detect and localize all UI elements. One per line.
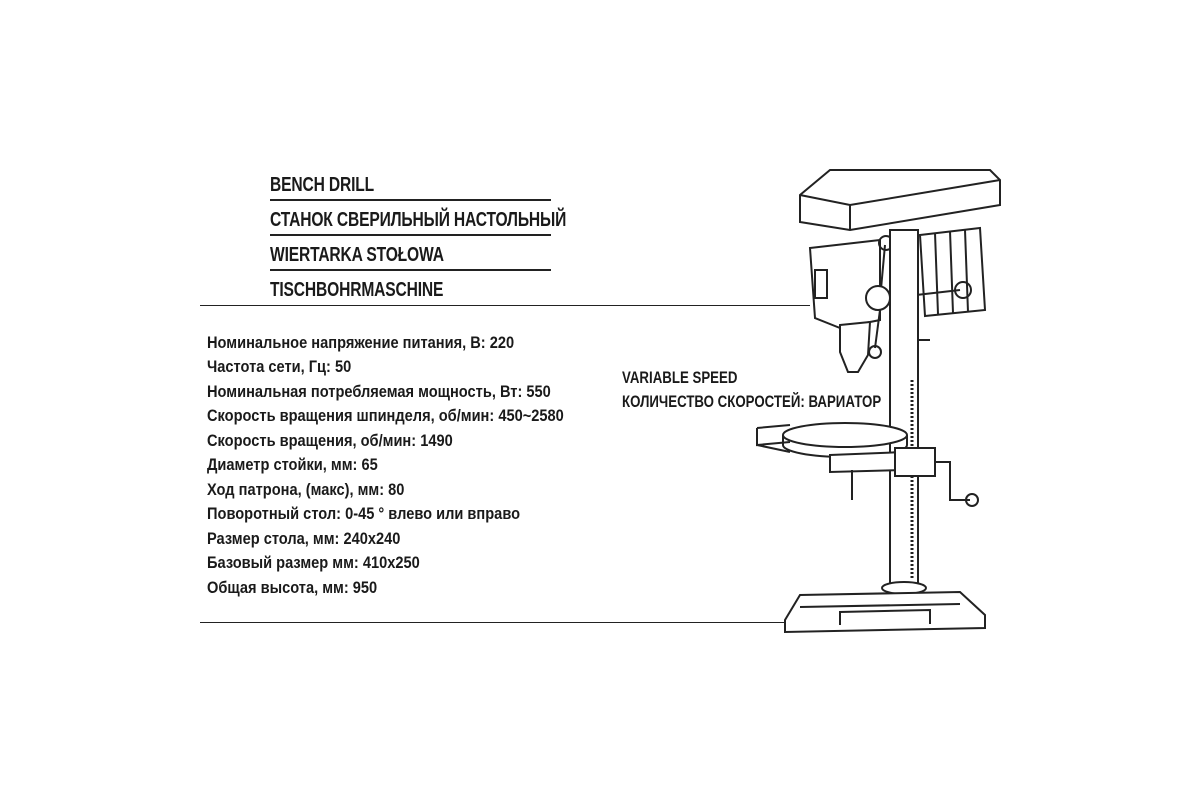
title-pl: WIERTARKA STOŁOWA [270,244,444,266]
spec-frequency: Частота сети, Гц: 50 [207,357,352,376]
divider [200,305,810,306]
variable-speed-en: VARIABLE SPEED [622,368,738,387]
title-de: TISCHBOHRMASCHINE [270,279,444,301]
spec-base-size: Базовый размер мм: 410x250 [207,553,420,572]
divider [200,622,785,623]
spec-column-diameter: Диаметр стойки, мм: 65 [207,455,378,474]
divider [270,199,551,201]
variable-speed-ru: КОЛИЧЕСТВО СКОРОСТЕЙ: ВАРИАТОР [622,392,882,411]
spec-power: Номинальная потребляемая мощность, Вт: 5… [207,382,551,401]
spec-spindle-speed: Скорость вращения шпинделя, об/мин: 450~… [207,406,564,425]
title-ru: СТАНОК СВЕРИЛЬНЫЙ НАСТОЛЬНЫЙ [270,209,567,231]
title-en: BENCH DRILL [270,174,375,196]
spec-table-size: Размер стола, мм: 240x240 [207,529,401,548]
spec-speed: Скорость вращения, об/мин: 1490 [207,431,453,450]
divider [270,269,551,271]
spec-voltage: Номинальное напряжение питания, В: 220 [207,333,515,352]
spec-chuck-travel: Ход патрона, (макс), мм: 80 [207,480,405,499]
spec-height: Общая высота, мм: 950 [207,578,378,597]
spec-table-tilt: Поворотный стол: 0-45 ° влево или вправо [207,504,521,523]
divider [270,234,551,236]
